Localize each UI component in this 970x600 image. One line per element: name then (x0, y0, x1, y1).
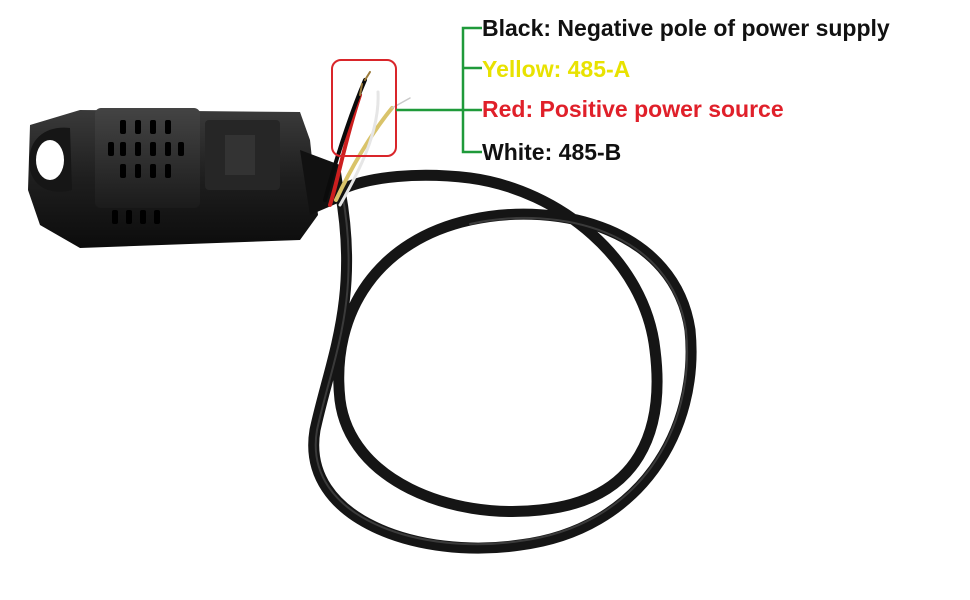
wire-ends-highlight-box (331, 59, 397, 157)
sensor-cable (308, 169, 697, 554)
yellow-wire-label: Yellow: 485-A (482, 56, 631, 82)
sensor-housing (28, 108, 345, 248)
leader-lines (396, 26, 482, 154)
black-wire-label: Black: Negative pole of power supply (482, 15, 890, 41)
exposed-wires (323, 71, 411, 207)
red-wire-label: Red: Positive power source (482, 96, 784, 122)
white-wire-label: White: 485-B (482, 139, 622, 165)
